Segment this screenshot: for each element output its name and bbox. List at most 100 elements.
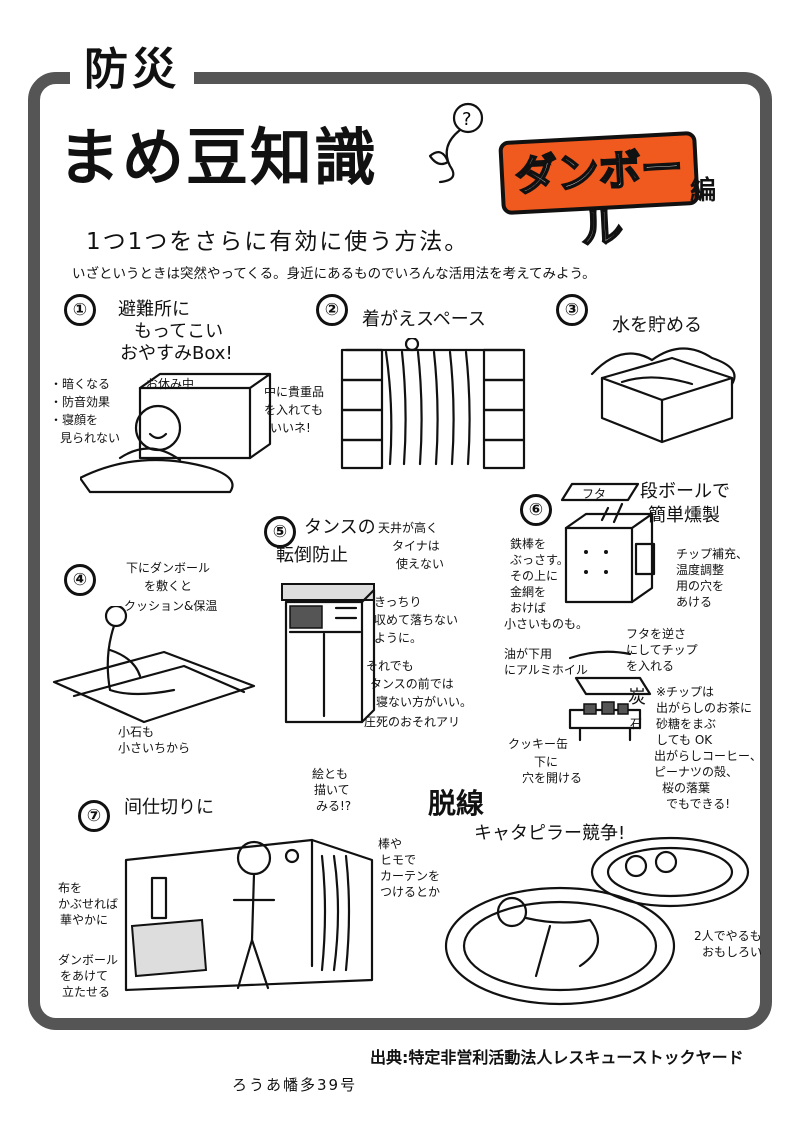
footer-text: ろうあ幡多39号 bbox=[232, 1076, 358, 1094]
item-5-note-5: 収めて落ちない bbox=[374, 613, 459, 627]
item-6-foil-1: 油が下用 bbox=[504, 647, 553, 661]
item-6-heading-2: 簡単燻製 bbox=[648, 505, 720, 526]
smoker-box-illustration bbox=[560, 482, 656, 604]
item-6-can-1: クッキー缶 bbox=[508, 737, 569, 751]
changing-space-illustration bbox=[340, 338, 526, 470]
item-6-lid-note-1: フタを逆さ bbox=[626, 627, 687, 641]
item-7-number: ⑦ bbox=[78, 800, 110, 832]
item-6-right-1: チップ補充、 bbox=[676, 547, 749, 561]
top-title: 防災 bbox=[70, 40, 194, 100]
item-1-note-4: 見られない bbox=[60, 431, 121, 445]
item-6-lid-label: フタ bbox=[582, 487, 607, 501]
item-7-cloth-1: 布を bbox=[58, 881, 83, 895]
item-2-number: ② bbox=[316, 294, 348, 326]
item-1-heading-1: 避難所に bbox=[118, 299, 190, 320]
item-1-note-1: ・暗くなる bbox=[50, 377, 111, 391]
item-1-side-2: を入れても bbox=[264, 403, 324, 417]
danboru-badge: ダンボール bbox=[498, 130, 700, 254]
item-6-left-3: その上に bbox=[510, 569, 559, 583]
item-3-heading: 水を貯める bbox=[612, 315, 702, 336]
item-6-chip-2: 出がらしのお茶に bbox=[656, 701, 753, 715]
content-frame bbox=[28, 72, 772, 1030]
item-5-note-4: きっちり bbox=[374, 595, 422, 609]
item-4-heading-1: 下にダンボール bbox=[126, 561, 211, 575]
item-1-box-label: お休み中 bbox=[146, 377, 195, 391]
item-6-chip-1: ※チップは bbox=[656, 685, 715, 699]
item-6-charcoal: 炭 bbox=[628, 687, 646, 708]
item-5-note-9: 寝ない方がいい。 bbox=[376, 695, 473, 709]
item-1-heading-3: おやすみBox! bbox=[120, 343, 233, 364]
item-5-note-6: ように。 bbox=[374, 631, 423, 645]
item-5-note-2: タイナは bbox=[392, 539, 440, 553]
item-2-heading: 着がえスペース bbox=[362, 309, 486, 330]
badge-suffix: 編 bbox=[690, 176, 717, 206]
item-1-note-2: ・防音効果 bbox=[50, 395, 111, 409]
digression-note-1: 2人でやるも bbox=[694, 929, 762, 943]
item-1-side-1: 中に貴重品 bbox=[264, 385, 325, 399]
item-5-note-3: 使えない bbox=[396, 557, 445, 571]
item-7-stand-3: 立たせる bbox=[62, 985, 111, 999]
item-6-left-5: おけば bbox=[510, 601, 547, 615]
item-5-heading-1: タンスの bbox=[304, 517, 376, 538]
item-7-pic-3: みる!? bbox=[316, 799, 352, 813]
item-6-can-2: 下に bbox=[534, 755, 559, 769]
item-6-left-6: 小さいものも。 bbox=[504, 617, 589, 631]
item-4-heading-3: クッション&保温 bbox=[124, 599, 218, 613]
caterpillar-race-illustration bbox=[444, 836, 750, 1006]
badge-text: ダンボール bbox=[513, 142, 685, 254]
item-6-right-2: 温度調整 bbox=[676, 563, 725, 577]
wardrobe-illustration bbox=[281, 583, 376, 724]
item-5-heading-2: 転倒防止 bbox=[276, 545, 348, 566]
item-6-chip-8: でもできる! bbox=[666, 797, 731, 811]
item-6-stone: 石 bbox=[630, 717, 643, 731]
item-6-left-1: 鉄棒を bbox=[510, 537, 547, 551]
item-6-chip-6: ピーナツの殻、 bbox=[654, 765, 739, 779]
item-5-note-7: それでも bbox=[366, 659, 414, 673]
subtitle: 1つ1つをさらに有効に使う方法。 bbox=[86, 229, 470, 255]
item-7-pole-2: ヒモで bbox=[380, 853, 417, 867]
digression-note-2: おもしろい bbox=[702, 945, 763, 959]
item-7-pole-3: カーテンを bbox=[380, 869, 441, 883]
item-6-lid-note-2: にしてチップ bbox=[626, 643, 698, 657]
item-7-pic-2: 描いて bbox=[314, 783, 350, 797]
water-box-illustration bbox=[590, 347, 736, 444]
main-title: まめ豆知識 bbox=[58, 121, 379, 194]
item-6-number: ⑥ bbox=[520, 494, 552, 526]
item-5-note-8: タンスの前では bbox=[370, 677, 454, 691]
item-3-number: ③ bbox=[556, 294, 588, 326]
item-7-pic-1: 絵とも bbox=[312, 767, 349, 781]
item-6-foil-2: にアルミホイル bbox=[504, 663, 588, 677]
item-7-stand-1: ダンボール bbox=[58, 953, 119, 967]
smoker-parts-illustration bbox=[568, 650, 652, 742]
item-7-cloth-3: 華やかに bbox=[60, 913, 109, 927]
item-7-heading: 间仕切りに bbox=[124, 797, 214, 818]
intro-text: いざというときは突然やってくる。身近にあるものでいろんな活用法を考えてみよう。 bbox=[72, 266, 596, 282]
item-6-left-2: ぶっさす。 bbox=[510, 553, 569, 567]
item-4-note-2: 小さいちから bbox=[118, 741, 191, 755]
cushion-illustration bbox=[52, 606, 256, 724]
item-6-chip-5: 出がらしコーヒー、 bbox=[654, 749, 762, 763]
digression-heading: 脱線 bbox=[428, 787, 485, 820]
item-6-chip-7: 桜の落葉 bbox=[662, 781, 711, 795]
item-1-note-3: ・寝顔を bbox=[50, 413, 99, 427]
item-4-number: ④ bbox=[64, 564, 96, 596]
item-1-number: ① bbox=[64, 294, 96, 326]
item-6-lid-note-3: を入れる bbox=[626, 659, 675, 673]
item-7-pole-4: つけるとか bbox=[380, 885, 441, 899]
item-7-cloth-2: かぶせれば bbox=[58, 897, 119, 911]
item-7-stand-2: をあけて bbox=[60, 969, 109, 983]
item-5-note-1: 天井が高く bbox=[378, 521, 439, 535]
item-6-right-3: 用の穴を bbox=[676, 579, 725, 593]
source-credit: 出典:特定非営利活動法人レスキューストックヤード bbox=[370, 1048, 744, 1067]
sprout-question-icon: ? bbox=[428, 102, 484, 184]
item-6-chip-4: しても OK bbox=[656, 733, 713, 747]
item-1-side-3: いいネ! bbox=[270, 421, 311, 435]
sleeping-box-illustration bbox=[80, 372, 272, 494]
item-6-heading-1: 段ボールで bbox=[640, 481, 730, 502]
item-6-chip-3: 砂糖をまぶ bbox=[656, 717, 717, 731]
item-7-pole-1: 棒や bbox=[378, 837, 403, 851]
item-6-left-4: 金網を bbox=[510, 585, 547, 599]
item-5-note-10: 圧死のおそれアリ bbox=[364, 715, 461, 729]
item-4-note-1: 小石も bbox=[118, 725, 155, 739]
partition-illustration bbox=[124, 838, 374, 992]
